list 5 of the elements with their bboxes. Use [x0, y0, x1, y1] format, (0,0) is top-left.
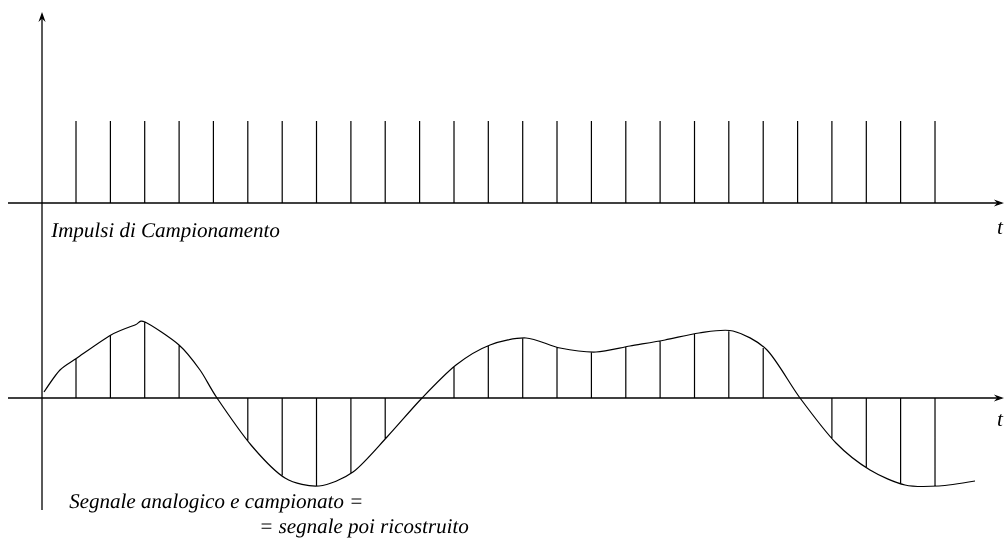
axis-label: t: [998, 222, 1004, 234]
caption-text: Impulsi di Campionamento: [51, 222, 280, 242]
caption-text: = segnale poi ricostruito: [261, 518, 469, 538]
caption-text: Segnale analogico e campionato =: [69, 493, 362, 513]
axis-label: t: [998, 414, 1004, 426]
